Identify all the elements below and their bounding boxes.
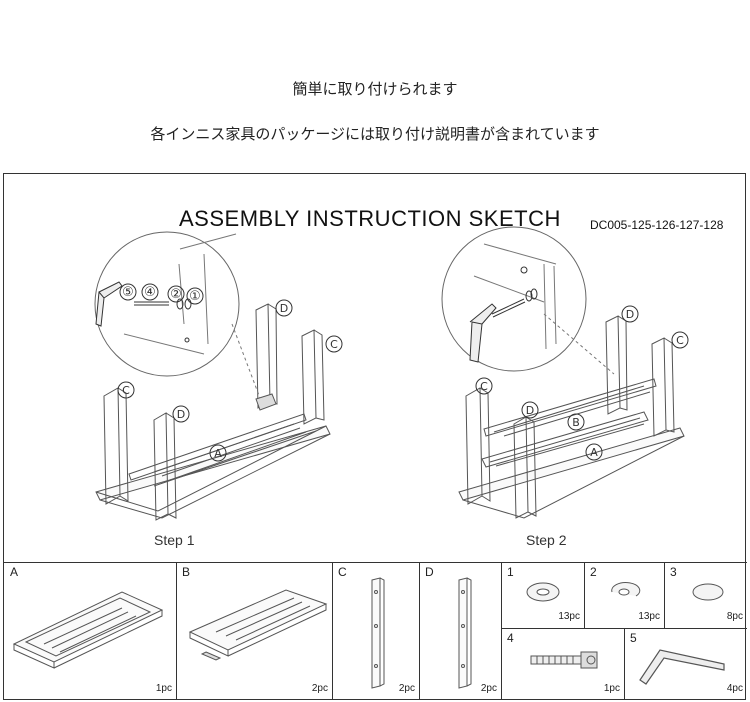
step1-marker-c2: [325, 335, 343, 353]
step2-marker-c2: [671, 331, 689, 349]
intro-line-2: 各インニス家具のパッケージには取り付け説明書が含まれています: [150, 125, 600, 143]
part-cell-5: 5 4pc: [624, 628, 747, 700]
part-1-id: 1: [507, 565, 514, 579]
part-3-qty: 8pc: [726, 611, 743, 622]
part-b-id: B: [182, 565, 191, 579]
parts-divider: [501, 562, 502, 700]
step1-callout-5: [119, 283, 137, 301]
bolt-icon: [530, 651, 598, 669]
step2-marker-c2-text: C: [676, 334, 684, 347]
allen-key-icon: [639, 649, 725, 685]
part-cell-d: D 2pc: [419, 562, 501, 700]
step1-marker-a: [209, 444, 227, 462]
step2-marker-c1-text: C: [480, 380, 488, 393]
step2-marker-d2-text: D: [526, 404, 534, 417]
part-2-id: 2: [590, 565, 597, 579]
part-5-id: 5: [630, 631, 637, 645]
part-c-qty: 2pc: [398, 683, 415, 694]
step2-label: Step 2: [526, 532, 567, 548]
step1-callout-2: [167, 285, 185, 303]
leg-c-icon: [371, 577, 385, 689]
flat-washer-icon: [526, 582, 560, 602]
part-1-qty: 13pc: [558, 611, 580, 622]
shelf-board-icon: [188, 589, 328, 661]
part-cell-3: 3 8pc: [664, 562, 747, 628]
leg-d-icon: [458, 577, 472, 689]
part-a-id: A: [10, 565, 19, 579]
parts-grid-top-border: [4, 562, 747, 563]
part-cell-4: 4 1pc: [501, 628, 624, 700]
step1-drawing: [94, 231, 331, 521]
step1-callout-1: [186, 287, 204, 305]
step2-marker-d2: [521, 401, 539, 419]
part-cell-a: A 1pc: [4, 562, 176, 700]
part-cell-c: C 2pc: [332, 562, 419, 700]
parts-divider: [584, 562, 585, 628]
step1-marker-d2-text: D: [177, 408, 185, 421]
step1-marker-d1: [275, 299, 293, 317]
step1-marker-d1-text: D: [280, 302, 288, 315]
parts-divider: [419, 562, 420, 700]
sheet-title: ASSEMBLY INSTRUCTION SKETCH: [179, 206, 561, 231]
part-d-id: D: [425, 565, 434, 579]
part-2-qty: 13pc: [638, 611, 660, 622]
split-washer-icon: [611, 582, 641, 597]
step2-marker-b: [567, 413, 585, 431]
assembly-drawings: D C C D A ⑤ ④ ② ① D C C D B A: [94, 226, 689, 521]
step1-callout-2-text: ②: [170, 287, 182, 302]
step2-marker-a: [585, 443, 603, 461]
part-d-qty: 2pc: [480, 683, 497, 694]
step2-marker-c1: [475, 377, 493, 395]
tabletop-frame-icon: [12, 591, 164, 669]
part-3-id: 3: [670, 565, 677, 579]
intro-line-1: 簡単に取り付けられます: [292, 80, 458, 98]
step1-callout-4: [141, 283, 159, 301]
part-c-id: C: [338, 565, 347, 579]
part-4-qty: 1pc: [603, 683, 620, 694]
part-cell-b: B 2pc: [176, 562, 332, 700]
step1-marker-a-text: A: [214, 447, 222, 460]
step2-drawing: [441, 226, 685, 519]
step2-marker-d1-text: D: [626, 308, 634, 321]
part-cell-1: 1 13pc: [501, 562, 584, 628]
step1-callout-5-text: ⑤: [122, 285, 134, 300]
model-code: DC005-125-126-127-128: [590, 218, 724, 232]
step2-marker-b-text: B: [572, 416, 580, 429]
part-4-id: 4: [507, 631, 514, 645]
part-5-qty: 4pc: [726, 683, 743, 694]
step1-marker-c1: [117, 381, 135, 399]
step1-marker-d2: [172, 405, 190, 423]
parts-divider: [501, 628, 747, 629]
part-a-qty: 1pc: [155, 683, 172, 694]
assembly-sheet: ASSEMBLY INSTRUCTION SKETCH DC005-125-12…: [3, 173, 747, 700]
step2-marker-d1: [621, 305, 639, 323]
parts-divider: [664, 562, 665, 628]
part-b-qty: 2pc: [311, 683, 328, 694]
step1-callout-4-text: ④: [144, 285, 156, 300]
parts-divider: [332, 562, 333, 700]
step2-marker-a-text: A: [590, 446, 598, 459]
step1-label: Step 1: [154, 532, 195, 548]
screw-cap-icon: [692, 583, 724, 601]
step1-callout-1-text: ①: [189, 289, 201, 304]
parts-divider: [176, 562, 177, 700]
parts-divider: [624, 628, 625, 700]
step1-marker-c1-text: C: [122, 384, 130, 397]
part-cell-2: 2 13pc: [584, 562, 664, 628]
step1-marker-c2-text: C: [330, 338, 338, 351]
